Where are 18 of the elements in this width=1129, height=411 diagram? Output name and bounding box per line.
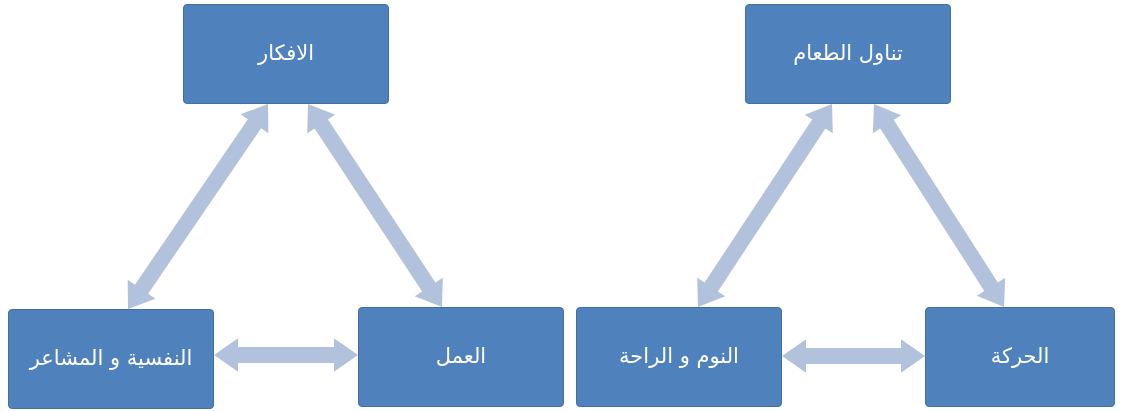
node-label: الحركة [989,343,1051,371]
process-box [925,307,1115,407]
double-arrow [872,104,1006,307]
process-box [745,4,951,104]
process-box [8,309,214,409]
process-box [183,4,389,104]
double-arrow [214,338,358,372]
double-arrow [697,104,833,307]
node-label: تناول الطعام [792,40,904,68]
node-label: النفسية و المشاعر [28,345,194,373]
double-arrow [782,339,925,373]
double-arrow [127,104,269,309]
node-label: النوم و الراحة [618,343,740,371]
double-arrow [307,104,443,307]
process-box [358,307,564,407]
process-box [576,307,782,407]
node-label: العمل [434,343,488,371]
node-label: الافكار [256,40,315,68]
